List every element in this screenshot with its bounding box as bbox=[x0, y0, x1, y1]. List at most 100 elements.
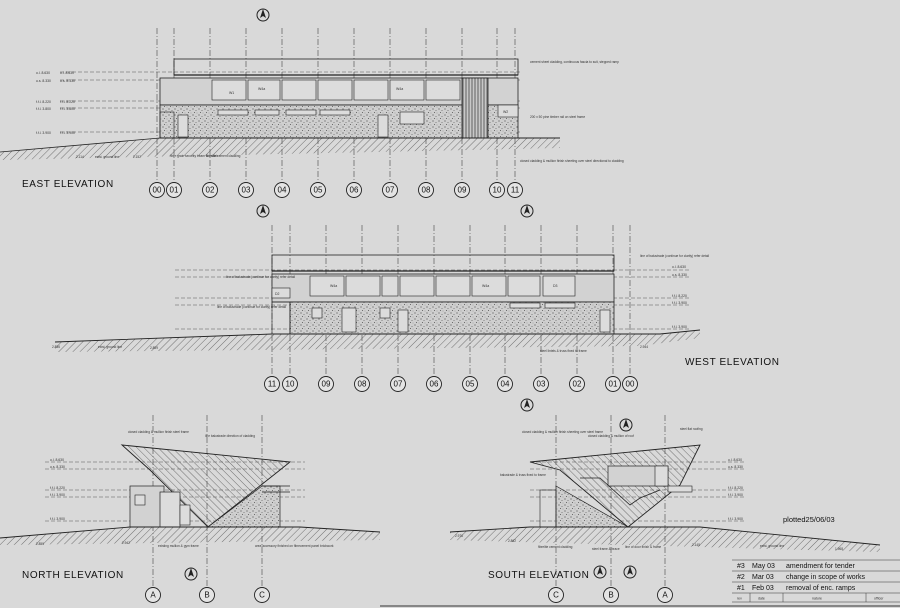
west-building: W4a W4a D2 D3 bbox=[271, 254, 615, 335]
grid-label: A bbox=[662, 591, 668, 600]
grid-bubble bbox=[166, 182, 182, 198]
south-notes: closed cladding & mullion finish sheetin… bbox=[455, 427, 843, 551]
ground-level: exist. ground line bbox=[98, 345, 122, 349]
grid-label: 04 bbox=[278, 186, 287, 195]
grid-bubble bbox=[489, 182, 505, 198]
ground-level: 2.145 bbox=[692, 543, 700, 547]
grid-label: 06 bbox=[350, 186, 359, 195]
level-label: f.f.l. 3.900 bbox=[672, 325, 687, 329]
annotation: line of door finish & frame bbox=[625, 545, 661, 549]
grid-bubble bbox=[533, 376, 549, 392]
south-ground bbox=[449, 526, 881, 552]
grid-label: 03 bbox=[242, 186, 251, 195]
level-label: f.f.l. 8.220 bbox=[672, 294, 687, 298]
east-ground bbox=[0, 137, 560, 160]
grid-label: 05 bbox=[466, 380, 475, 389]
north-arrow-icon bbox=[520, 398, 534, 412]
rev-number: #3 bbox=[737, 563, 745, 570]
annotation: fibrelite cement cladding bbox=[538, 545, 573, 549]
grid-label: 10 bbox=[493, 186, 502, 195]
grid-label: B bbox=[608, 591, 613, 600]
grid-bubble bbox=[426, 376, 442, 392]
window-tag: W4a bbox=[396, 87, 403, 91]
north-arrow-icon bbox=[623, 565, 637, 579]
north-elevation-title: NORTH ELEVATION bbox=[22, 570, 124, 581]
level-label: f.f.l. 3.800 bbox=[36, 107, 51, 111]
ground-level: 2.836 bbox=[52, 345, 60, 349]
annotation: line of balustrade (continue for clarity… bbox=[226, 275, 295, 279]
level-label: u.s. 8.330 bbox=[672, 273, 687, 277]
ground-level: exist. ground line bbox=[760, 544, 784, 548]
annotation: line of balustrade (continue for clarity… bbox=[217, 305, 286, 309]
grid-bubble bbox=[497, 376, 513, 392]
grid-label: 07 bbox=[386, 186, 395, 195]
window-tag: W4a bbox=[330, 284, 337, 288]
level-label: u.s. 8.330 bbox=[36, 79, 51, 83]
level-label: f.f.l. 3.900 bbox=[50, 493, 65, 497]
level-label: f.f.l. 3.900 bbox=[60, 131, 75, 135]
window-tag: W1 bbox=[229, 91, 234, 95]
window-tag: D2 bbox=[275, 292, 280, 296]
rev-number: #1 bbox=[737, 585, 745, 592]
annotation: area accessory finished on fibrecement p… bbox=[255, 544, 334, 548]
north-notes: closed cladding & mullion finish steel f… bbox=[36, 430, 334, 548]
grid-bubble bbox=[390, 376, 406, 392]
west-notes: line of balustrade (continue for clarity… bbox=[52, 254, 709, 353]
annotation: steel flat roofing bbox=[680, 427, 703, 431]
annotation: balustrade & truss fixed to frame bbox=[500, 473, 546, 477]
grid-bubble bbox=[569, 376, 585, 392]
grid-bubble bbox=[202, 182, 218, 198]
annotation: closed cladding & mullion finish steel f… bbox=[128, 430, 189, 434]
ground-level: 2.942 bbox=[122, 541, 130, 545]
grid-label: 01 bbox=[609, 380, 618, 389]
rev-description: change in scope of works bbox=[786, 574, 865, 581]
rev-col-header: nature bbox=[812, 597, 822, 601]
grid-bubble bbox=[274, 182, 290, 198]
grid-label: 03 bbox=[537, 380, 546, 389]
window-tag: W4a bbox=[258, 87, 265, 91]
level-label: f.f.l. 3.800 bbox=[60, 107, 75, 111]
grid-label: A bbox=[150, 591, 156, 600]
annotation: 200 x 50 pine timber rail on steel frame bbox=[530, 115, 585, 119]
annotation: closed cladding & mullion finish sheetin… bbox=[522, 430, 603, 434]
ground-level: 2.152 bbox=[133, 155, 141, 159]
grid-label: 02 bbox=[573, 380, 582, 389]
annotation: fibrelite cement cladding bbox=[206, 154, 241, 158]
level-label: f.f.l. 3.900 bbox=[728, 517, 743, 521]
west-level-labels: o.l. 8.630 u.s. 8.330 f.f.l. 8.220 f.f.l… bbox=[672, 265, 687, 329]
grid-bubble bbox=[310, 182, 326, 198]
grid-label: 00 bbox=[153, 186, 162, 195]
grid-bubble bbox=[462, 376, 478, 392]
level-label: f.f.l. 3.900 bbox=[728, 493, 743, 497]
north-ground bbox=[0, 526, 381, 545]
level-label: o.l. 8.630 bbox=[60, 71, 74, 75]
grid-label: 06 bbox=[430, 380, 439, 389]
grid-bubble bbox=[548, 587, 564, 603]
grid-label: 08 bbox=[358, 380, 367, 389]
grid-bubble bbox=[264, 376, 280, 392]
east-level-labels: o.l. 8.630 o.l. 8.630 u.s. 8.330 u.s. 8.… bbox=[36, 71, 75, 135]
ground-level: 2.862 bbox=[508, 539, 516, 543]
grid-bubble bbox=[145, 587, 161, 603]
ground-level: 2.976 bbox=[455, 534, 463, 538]
west-elevation-title: WEST ELEVATION bbox=[685, 357, 780, 368]
north-arrow-icon bbox=[520, 204, 534, 218]
rev-date: Feb 03 bbox=[752, 585, 774, 592]
revision-table: #3 May 03 amendment for tender #2 Mar 03… bbox=[732, 559, 900, 603]
level-label: f.f.l. 8.220 bbox=[60, 100, 75, 104]
grid-label: 02 bbox=[206, 186, 215, 195]
north-arrow-icon bbox=[256, 8, 270, 22]
plotted-date: plotted25/06/03 bbox=[783, 515, 835, 524]
rev-number: #2 bbox=[737, 574, 745, 581]
annotation: existing mullion & gym frame bbox=[158, 544, 199, 548]
south-elevation-title: SOUTH ELEVATION bbox=[488, 570, 589, 581]
north-level-labels: o.l. 8.630 u.s. 8.330 f.f.l. 8.220 f.f.l… bbox=[50, 458, 65, 521]
window-tag: D3 bbox=[553, 284, 558, 288]
level-label: o.l. 8.630 bbox=[50, 458, 64, 462]
south-elevation: o.l. 8.630 u.s. 8.330 f.f.l. 8.220 f.f.l… bbox=[449, 415, 881, 603]
east-elevation-title: EAST ELEVATION bbox=[22, 179, 114, 190]
